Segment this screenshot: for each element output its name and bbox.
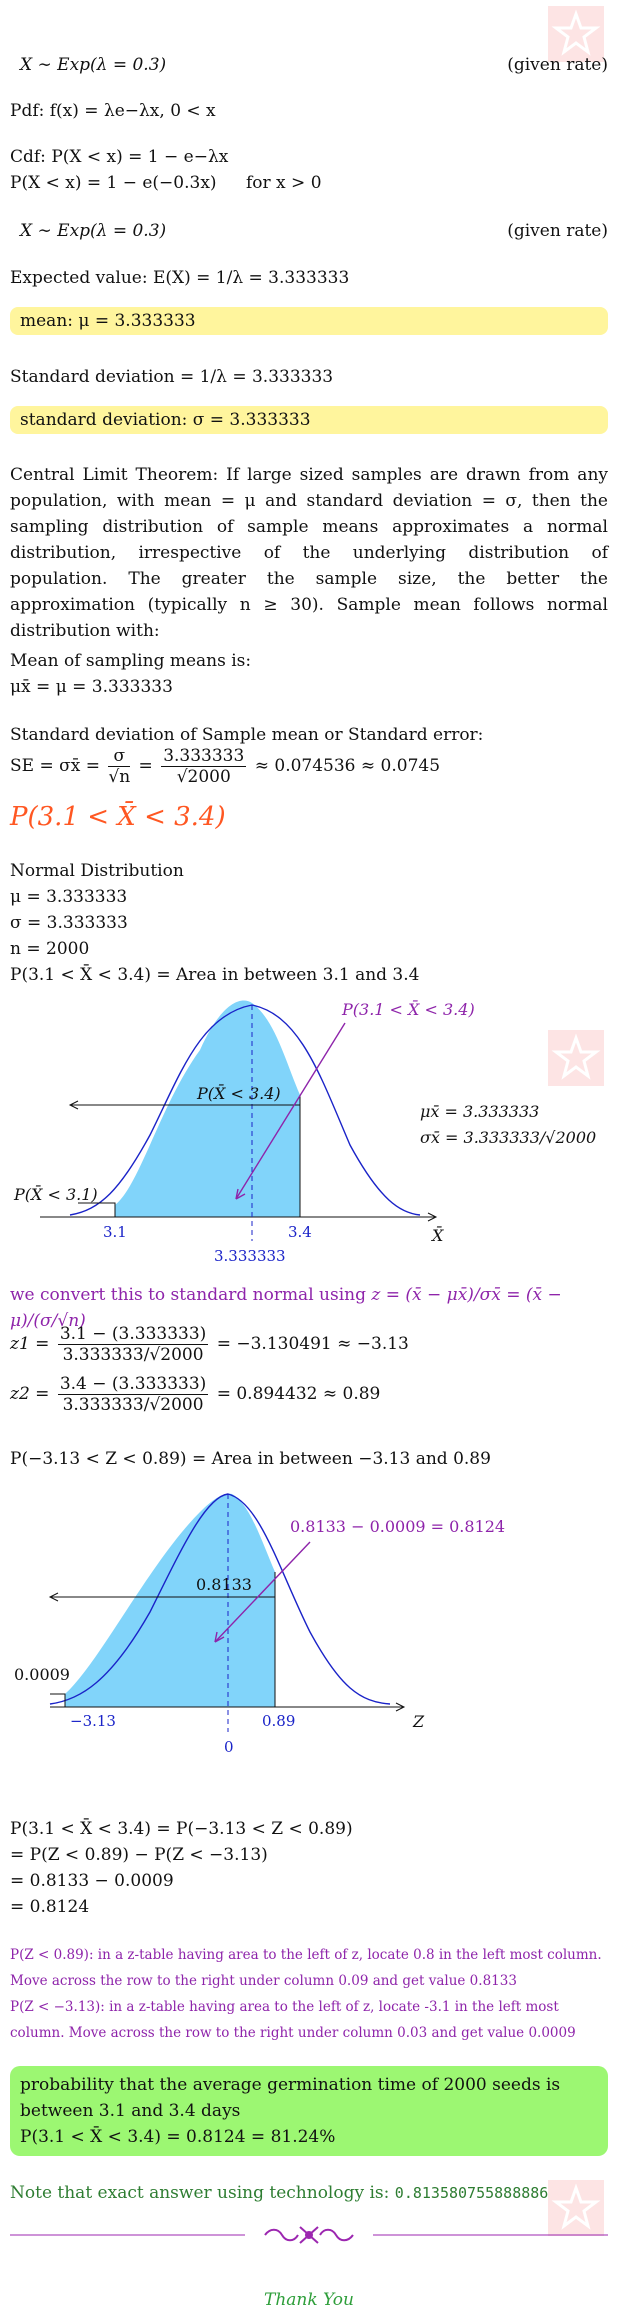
tick-label-mean: 3.333333	[214, 1247, 286, 1265]
z-area-statement: P(−3.13 < Z < 0.89) = Area in between −3…	[10, 1449, 491, 1469]
z2-equation: z2 = 3.4 − (3.333333)3.333333/√2000 = 0.…	[10, 1374, 381, 1415]
se-fraction-1: σ√n	[108, 746, 131, 787]
shaded-area	[115, 1000, 300, 1217]
cdf-formula: Cdf: P(X < x) = 1 − e−λx	[10, 147, 229, 167]
given-rate-note: (given rate)	[507, 55, 608, 75]
expected-value-line: Expected value: E(X) = 1/λ = 3.333333	[10, 268, 350, 288]
thank-you-text: Thank You	[263, 2290, 354, 2310]
left-arrow-head	[68, 1100, 79, 1110]
mean-highlight-box: mean: μ = 3.333333	[10, 307, 608, 335]
tick-label-a: −3.13	[70, 1712, 116, 1730]
sigma-value: σ = 3.333333	[10, 913, 128, 933]
result-line-1: P(3.1 < X̄ < 3.4) = P(−3.13 < Z < 0.89)	[10, 1819, 353, 1839]
se-heading: Standard deviation of Sample mean or Sta…	[10, 725, 484, 745]
se-result: ≈ 0.074536 ≈ 0.0745	[254, 756, 441, 776]
normal-curve-chart-1: P(3.1 < X̄ < 3.4) P(X̄ < 3.4) P(X̄ < 3.1…	[13, 998, 596, 1265]
x-axis-arrow	[427, 1212, 438, 1222]
distribution-definition: X ∼ Exp(λ = 0.3)	[20, 55, 167, 75]
ornament-divider	[10, 2226, 608, 2244]
inner-label: P(X̄ < 3.4)	[196, 1082, 281, 1103]
z-conversion-line: we convert this to standard normal using…	[10, 1282, 608, 1334]
given-rate-note-repeat: (given rate)	[507, 221, 608, 241]
technology-value: 0.813580755888886	[394, 2184, 549, 2202]
sd-line: Standard deviation = 1/λ = 3.333333	[10, 367, 334, 387]
tick-label-b: 3.4	[288, 1223, 312, 1241]
tick-label-b: 0.89	[262, 1712, 295, 1730]
clt-paragraph: Central Limit Theorem: If large sized sa…	[10, 465, 608, 641]
callout-label: P(3.1 < X̄ < 3.4)	[341, 998, 475, 1019]
problem-title: P(3.1 < X̄ < 3.4)	[10, 802, 226, 832]
result-line-3: = 0.8133 − 0.0009	[10, 1871, 174, 1891]
callout-line	[235, 1022, 346, 1200]
z1-equation: z1 = 3.1 − (3.333333)3.333333/√2000 = −3…	[10, 1324, 409, 1365]
se-formula: SE = σx̄ = σ√n = 3.333333√2000 ≈ 0.07453…	[10, 746, 441, 787]
callout-arrow-head	[214, 1631, 225, 1643]
se-fraction-2: 3.333333√2000	[161, 746, 247, 787]
se-lhs: SE = σx̄ =	[10, 756, 100, 776]
final-answer-value: P(3.1 < X̄ < 3.4) = 0.8124 = 81.24%	[20, 2127, 336, 2147]
watermark-star-icon	[548, 2180, 604, 2236]
mu-label: μx̄ = 3.333333	[420, 1102, 539, 1121]
n-value: n = 2000	[10, 939, 90, 959]
mean-sampling-heading: Mean of sampling means is:	[10, 651, 252, 671]
inner-label: 0.8133	[196, 1575, 252, 1594]
cdf-formula-numeric: P(X < x) = 1 − e(−0.3x)	[10, 173, 217, 193]
sd-highlight-box: standard deviation: σ = 3.333333	[10, 406, 608, 434]
callout-arrow-head	[235, 1188, 246, 1200]
tail-bracket	[50, 1693, 66, 1707]
distribution-definition-repeat: X ∼ Exp(λ = 0.3)	[20, 221, 167, 241]
normal-curve-chart-2: 0.8133 − 0.0009 = 0.8124 0.8133 0.0009 −…	[14, 1493, 505, 1756]
result-line-2: = P(Z < 0.89) − P(Z < −3.13)	[10, 1845, 268, 1865]
final-answer-box: probability that the average germination…	[10, 2066, 608, 2156]
left-tail-label: 0.0009	[14, 1665, 70, 1684]
flourish-icon	[264, 2226, 354, 2244]
watermark-star-icon	[548, 6, 604, 62]
mu-value: μ = 3.333333	[10, 887, 128, 907]
pdf-formula: Pdf: f(x) = λe−λx, 0 < x	[10, 101, 216, 121]
callout-label: 0.8133 − 0.0009 = 0.8124	[290, 1517, 505, 1536]
z-intro: we convert this to standard normal using	[10, 1285, 366, 1305]
z-table-note-1: P(Z < 0.89): in a z-table having area to…	[10, 1947, 602, 1989]
result-line-4: = 0.8124	[10, 1897, 90, 1917]
watermark-star-icon	[548, 1030, 604, 1086]
technology-label: Note that exact answer using technology …	[10, 2183, 390, 2203]
technology-note: Note that exact answer using technology …	[10, 2180, 548, 2206]
axis-label: Z	[412, 1712, 425, 1731]
tick-label-a: 3.1	[103, 1223, 127, 1241]
mean-sampling-value: μx̄ = μ = 3.333333	[10, 677, 173, 697]
z-table-note-2: P(Z < −3.13): in a z-table having area t…	[10, 1999, 576, 2041]
callout-line	[214, 1541, 311, 1643]
shaded-area	[65, 1493, 275, 1707]
tick-label-mean: 0	[224, 1738, 234, 1756]
sigma-label: σx̄ = 3.333333/√2000	[420, 1128, 596, 1147]
axis-label: X̄	[430, 1224, 444, 1245]
z-formula: z = (x̄ − μx̄)/σx̄ = (x̄ − μ)/(σ/√n)	[10, 1285, 562, 1331]
final-answer-text: probability that the average germination…	[20, 2075, 561, 2121]
normal-dist-label: Normal Distribution	[10, 861, 184, 881]
tail-bracket	[78, 1202, 116, 1217]
left-tail-label: P(X̄ < 3.1)	[13, 1183, 98, 1204]
x-axis-arrow	[395, 1702, 406, 1712]
cdf-condition: for x > 0	[246, 173, 322, 193]
left-arrow-head	[48, 1592, 59, 1602]
area-statement: P(3.1 < X̄ < 3.4) = Area in between 3.1 …	[10, 965, 420, 985]
